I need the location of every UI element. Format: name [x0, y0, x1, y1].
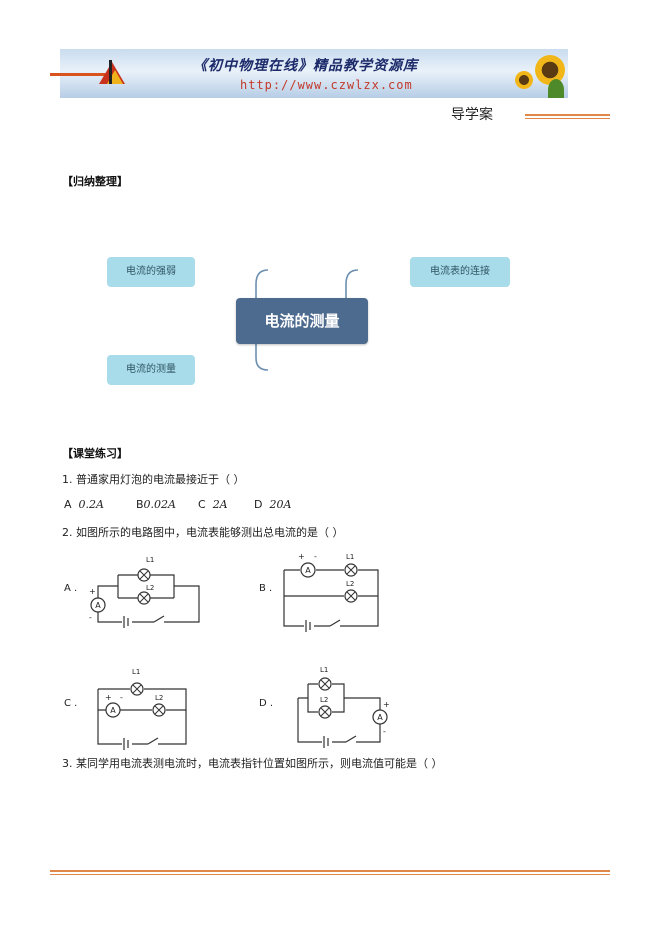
- svg-text:L1: L1: [132, 668, 140, 676]
- svg-text:-: -: [383, 727, 386, 736]
- banner-title: 《初中物理在线》精品教学资源库: [193, 58, 418, 74]
- question-2: 2. 如图所示的电路图中，电流表能够测出总电流的是（ ）: [62, 526, 344, 539]
- lamp-icon: [344, 563, 358, 577]
- svg-text:A: A: [110, 706, 116, 715]
- mind-map-center: 电流的测量: [236, 298, 368, 344]
- q1-option-b: B0.02A: [136, 498, 176, 511]
- summary-heading: 【归纳整理】: [62, 175, 128, 188]
- lamp-icon: [318, 705, 332, 719]
- svg-text:L2: L2: [155, 694, 163, 702]
- q1-option-a: A 0.2A: [64, 498, 104, 511]
- circuit-b-diagram: A + - L1 L2: [283, 552, 379, 632]
- svg-text:A: A: [95, 601, 101, 610]
- circuit-a-diagram: A L1 L2 + -: [89, 556, 200, 628]
- question-3: 3. 某同学用电流表测电流时，电流表指针位置如图所示，则电流值可能是（ ）: [62, 757, 443, 770]
- svg-text:L2: L2: [320, 696, 328, 704]
- mind-map-connectors: [255, 269, 359, 371]
- circuit-b-label: B .: [259, 583, 273, 594]
- lamp-icon: [152, 703, 166, 717]
- svg-text:A: A: [305, 566, 311, 575]
- mind-map-node-current-measurement: 电流的测量: [107, 355, 195, 385]
- leaf-icon: [548, 79, 564, 98]
- lamp-icon: [137, 591, 151, 605]
- svg-text:L1: L1: [320, 666, 328, 674]
- footer-rule: [50, 870, 610, 872]
- header-rule-thin: [525, 118, 610, 119]
- mind-map-node-current-strength: 电流的强弱: [107, 257, 195, 287]
- ammeter-icon: A: [300, 562, 316, 578]
- logo-icon: [99, 60, 125, 84]
- svg-text:+: +: [298, 552, 305, 561]
- circuit-d-label: D .: [259, 698, 274, 709]
- svg-text:L2: L2: [146, 584, 154, 592]
- lamp-icon: [137, 568, 151, 582]
- footer-rule-thin: [50, 874, 610, 875]
- svg-text:L1: L1: [146, 556, 154, 564]
- svg-text:+: +: [89, 587, 96, 596]
- circuit-d-diagram: A L1 L2 + -: [297, 666, 390, 748]
- circuit-c-diagram: A L1 L2 + -: [97, 668, 187, 750]
- practice-heading: 【课堂练习】: [62, 447, 128, 460]
- header-rule: [525, 114, 610, 116]
- lamp-icon: [130, 682, 144, 696]
- question-1: 1. 普通家用灯泡的电流最接近于（ ）: [62, 473, 245, 486]
- q1-option-d: D 20A: [254, 498, 292, 511]
- header-banner: 《初中物理在线》精品教学资源库 http://www.czwlzx.com: [60, 49, 568, 98]
- svg-text:-: -: [314, 552, 317, 561]
- q1-option-c: C 2A: [198, 498, 228, 511]
- lamp-icon: [318, 677, 332, 691]
- svg-text:-: -: [120, 693, 123, 702]
- svg-text:+: +: [105, 693, 112, 702]
- banner-url: http://www.czwlzx.com: [240, 78, 413, 92]
- circuit-a-label: A .: [64, 583, 78, 594]
- svg-text:-: -: [89, 613, 92, 622]
- svg-text:L2: L2: [346, 580, 354, 588]
- svg-text:A: A: [377, 713, 383, 722]
- doc-type-label: 导学案: [451, 107, 493, 123]
- circuit-c-label: C .: [64, 698, 78, 709]
- sunflower-icon: [515, 71, 533, 89]
- banner-stripe: [50, 73, 110, 76]
- ammeter-icon: A: [90, 597, 106, 613]
- lamp-icon: [344, 589, 358, 603]
- svg-text:+: +: [383, 700, 390, 709]
- ammeter-icon: A: [105, 702, 121, 718]
- ammeter-icon: A: [372, 709, 388, 725]
- svg-text:L1: L1: [346, 553, 354, 561]
- mind-map-node-ammeter-connection: 电流表的连接: [410, 257, 510, 287]
